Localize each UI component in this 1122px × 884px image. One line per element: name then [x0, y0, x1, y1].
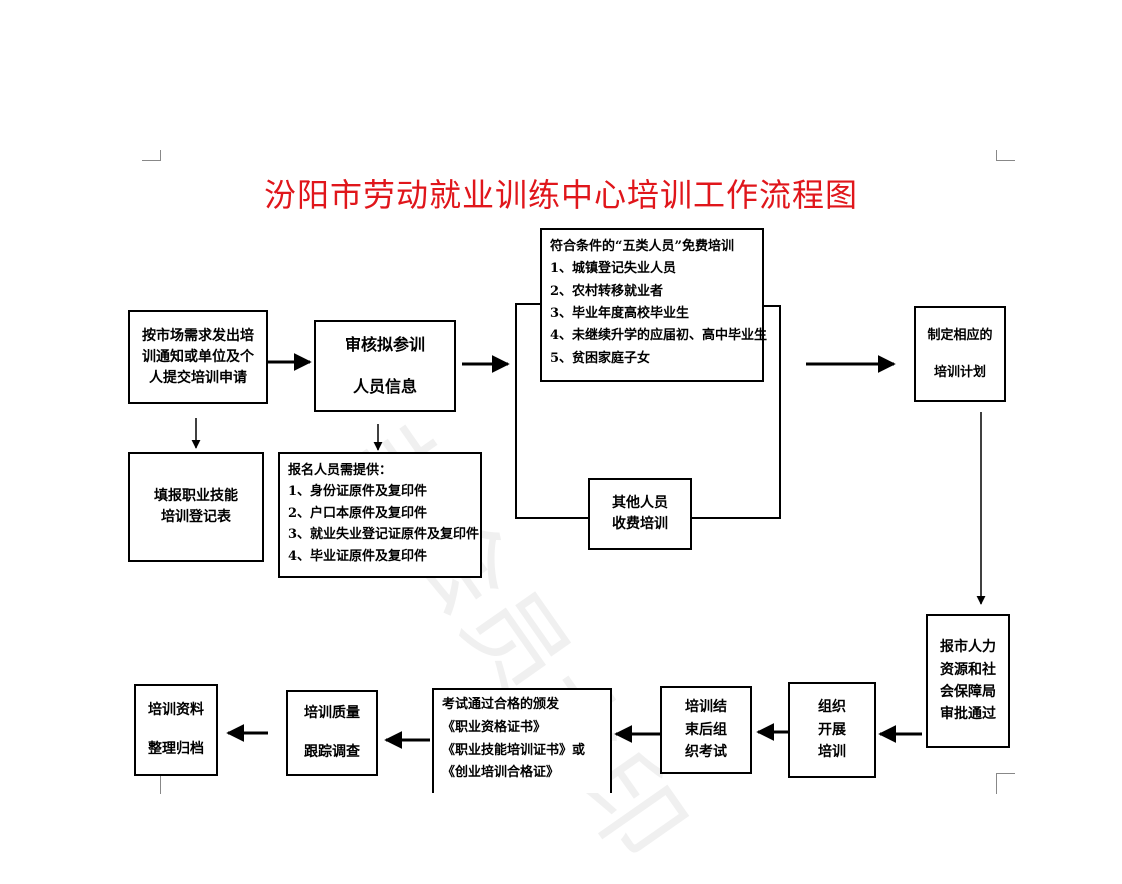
- box-text-line: 培训登记表: [161, 509, 231, 525]
- box-text-line: 填报职业技能: [154, 488, 238, 504]
- list-item: 3、毕业年度高校毕业生: [550, 306, 690, 322]
- bracket-merge: [692, 305, 781, 519]
- corner-mark-top-left: [142, 150, 161, 161]
- box-heading: 考试通过合格的颁发: [442, 697, 560, 712]
- box-text-line: 制定相应的: [927, 327, 993, 343]
- list-item: 3、就业失业登记证原件及复印件: [288, 527, 480, 543]
- list-item: 1、身份证原件及复印件: [288, 484, 428, 500]
- list-item: 《职业资格证书》: [442, 719, 547, 735]
- flow-connectors: [191, 303, 986, 749]
- box-text-line: 培训资料: [148, 702, 204, 718]
- box-organize-training: 组织 开展 培训: [788, 682, 876, 778]
- box-text-line: 人提交培训申请: [149, 369, 247, 386]
- bracket-branch: [515, 303, 588, 519]
- box-text-line: 会保障局: [940, 684, 996, 700]
- box-issue-certificates: 考试通过合格的颁发 《职业资格证书》 《职业技能培训证书》或 《创业培训合格证》: [432, 688, 612, 793]
- list-item: 5、贫困家庭子女: [550, 350, 651, 366]
- box-text-line: 训通知或单位及个: [142, 348, 254, 365]
- page-title: 汾阳市劳动就业训练中心培训工作流程图: [263, 176, 858, 214]
- box-submit-for-approval: 报市人力 资源和社 会保障局 审批通过: [926, 614, 1010, 748]
- box-heading: 符合条件的“五类人员”免费培训: [550, 239, 734, 254]
- box-text-line: 跟踪调查: [304, 744, 360, 760]
- box-required-documents: 报名人员需提供： 1、身份证原件及复印件 2、户口本原件及复印件 3、就业失业登…: [278, 452, 482, 578]
- box-text-line: 报市人力: [940, 639, 996, 656]
- box-publish-training-notice: 按市场需求发出培 训通知或单位及个 人提交培训申请: [128, 310, 268, 404]
- box-make-training-plan: 制定相应的 培训计划: [914, 306, 1006, 402]
- box-text-line: 开展: [818, 721, 846, 738]
- box-quality-tracking-survey: 培训质量 跟踪调查: [286, 690, 378, 776]
- box-archive-training-materials: 培训资料 整理归档: [134, 684, 218, 776]
- box-post-training-exam: 培训结 束后组 织考试: [660, 686, 752, 774]
- list-item: 4、毕业证原件及复印件: [288, 548, 428, 564]
- list-item: 《职业技能培训证书》或: [442, 742, 586, 758]
- box-text-line: 其他人员: [612, 495, 668, 511]
- box-others-paid-training: 其他人员 收费培训: [588, 478, 692, 550]
- list-item: 2、户口本原件及复印件: [288, 505, 428, 521]
- box-fill-registration-form: 填报职业技能 培训登记表: [128, 452, 264, 562]
- box-text-line: 培训质量: [304, 705, 360, 721]
- box-text-line: 审核拟参训: [344, 335, 425, 354]
- box-text-line: 收费培训: [612, 516, 668, 532]
- box-review-trainee-info: 审核拟参训 人员信息: [314, 320, 456, 412]
- list-item: 2、农村转移就业者: [550, 283, 664, 299]
- box-text-line: 按市场需求发出培: [142, 327, 254, 344]
- box-text-line: 整理归档: [148, 741, 204, 757]
- box-text-line: 织考试: [685, 744, 727, 761]
- corner-mark-top-right: [996, 150, 1015, 161]
- box-text-line: 审批通过: [940, 706, 996, 723]
- box-text-line: 资源和社: [940, 661, 996, 678]
- box-text-line: 人员信息: [352, 377, 417, 396]
- box-text-line: 组织: [818, 699, 846, 716]
- box-free-training-five-groups: 符合条件的“五类人员”免费培训 1、城镇登记失业人员 2、农村转移就业者 3、毕…: [540, 228, 768, 382]
- box-text-line: 培训计划: [933, 365, 986, 380]
- box-text-line: 培训: [818, 744, 846, 761]
- box-text-line: 培训结: [685, 699, 727, 716]
- list-item: 1、城镇登记失业人员: [550, 261, 677, 277]
- box-heading: 报名人员需提供：: [288, 463, 393, 478]
- list-item: 《创业培训合格证》: [442, 765, 560, 781]
- box-text-line: 束后组: [685, 721, 727, 738]
- list-item: 4、未继续升学的应届初、高中毕业生: [550, 328, 768, 344]
- corner-mark-bottom-right: [996, 773, 1015, 794]
